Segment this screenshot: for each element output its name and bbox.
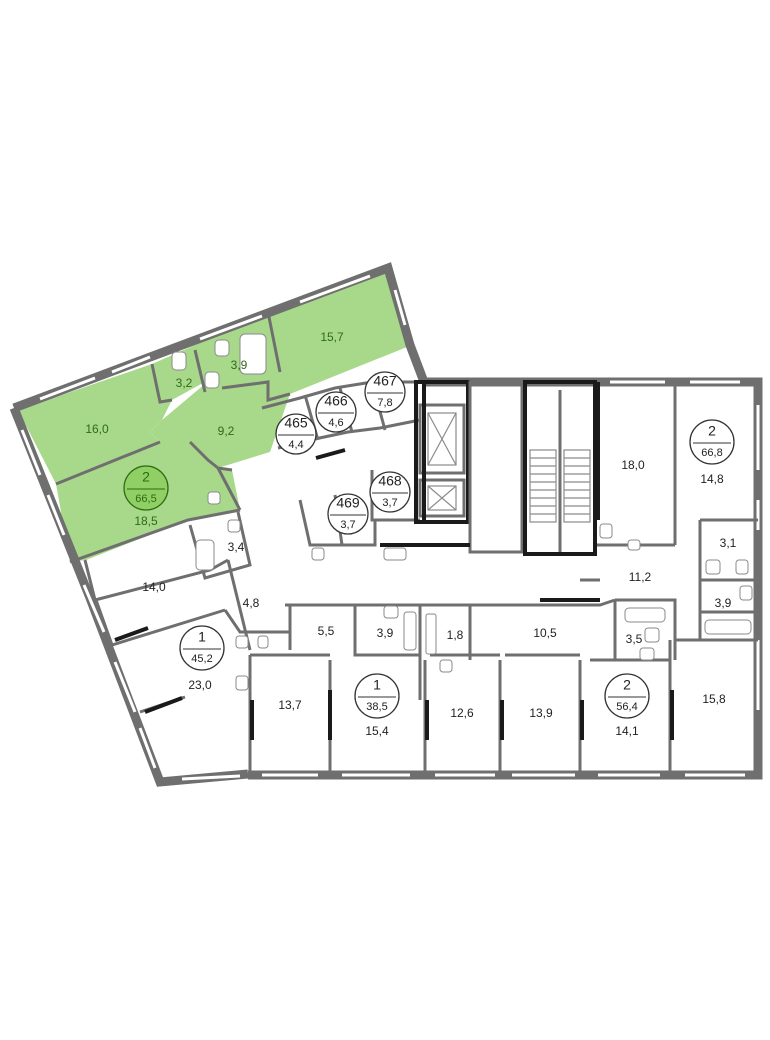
room-area: 14,8 [700, 472, 724, 486]
apartment-rooms: 2 [142, 469, 150, 485]
storage-number: 468 [378, 473, 402, 489]
windows [20, 274, 760, 781]
room-area: 15,8 [702, 692, 726, 706]
storage-marker-466[interactable]: 466 4,6 [315, 391, 357, 433]
highlighted-apartment[interactable] [18, 270, 412, 562]
room-area: 3,5 [626, 632, 643, 646]
storage-area: 3,7 [382, 497, 397, 509]
room-area: 4,8 [243, 596, 260, 610]
apartment-rooms: 1 [198, 629, 206, 645]
stairs [529, 449, 591, 523]
storage-area: 3,7 [340, 519, 355, 531]
storage-number: 469 [336, 495, 360, 511]
room-area: 10,5 [533, 626, 557, 640]
highlight-left-room [18, 364, 172, 484]
storage-area: 4,4 [288, 439, 303, 451]
storage-number: 467 [373, 373, 397, 389]
apartment-rooms: 1 [373, 677, 381, 693]
apartment-area: 66,8 [701, 447, 722, 459]
room-area: 3,1 [720, 536, 737, 550]
apartment-marker-mid[interactable]: 1 38,5 [354, 673, 400, 719]
highlight-top-room [152, 270, 412, 402]
room-area: 18,0 [621, 458, 645, 472]
apartment-marker-hl[interactable]: 2 66,5 [123, 465, 169, 511]
room-area: 15,4 [365, 724, 389, 738]
room-area: 11,2 [629, 570, 652, 584]
apartment-area: 56,4 [616, 701, 637, 713]
room-area: 12,6 [450, 706, 474, 720]
room-area: 3,9 [231, 358, 248, 372]
apartment-rooms: 2 [623, 677, 631, 693]
room-area: 13,9 [529, 706, 553, 720]
storage-number: 465 [284, 415, 308, 431]
room-area: 15,7 [320, 330, 344, 344]
apartment-area: 38,5 [366, 701, 387, 713]
room-labels: 15,7 3,2 3,9 16,0 9,2 18,5 18,0 14,8 3,1… [85, 330, 736, 738]
apartment-circle-hl [123, 465, 169, 511]
storage-marker-465[interactable]: 465 4,4 [275, 413, 317, 455]
apartment-marker-right[interactable]: 2 66,8 [689, 419, 735, 465]
room-area: 5,5 [318, 624, 335, 638]
room-area: 1,8 [447, 628, 464, 642]
room-area: 3,4 [228, 540, 245, 554]
storage-marker-468[interactable]: 468 3,7 [369, 471, 411, 513]
storage-marker-467[interactable]: 467 7,8 [364, 371, 406, 413]
room-area: 14,0 [142, 580, 166, 594]
room-area: 3,9 [377, 626, 394, 640]
storage-number: 466 [324, 393, 348, 409]
room-area: 13,7 [278, 698, 302, 712]
room-area: 3,9 [715, 596, 732, 610]
room-area: 16,0 [85, 422, 109, 436]
apartment-marker-left[interactable]: 1 45,2 [179, 625, 225, 671]
apartment-rooms: 2 [708, 423, 716, 439]
room-area: 18,5 [134, 514, 158, 528]
highlight-hall [150, 378, 290, 468]
accent-walls [114, 382, 674, 740]
room-area: 3,2 [176, 376, 193, 390]
storage-area: 7,8 [377, 397, 392, 409]
building-core [380, 380, 600, 602]
room-area: 9,2 [218, 424, 235, 438]
storage-area: 4,6 [328, 417, 343, 429]
apartment-marker-bottom-right[interactable]: 2 56,4 [604, 673, 650, 719]
room-area: 23,0 [188, 678, 212, 692]
apartment-area: 45,2 [191, 653, 212, 665]
storage-marker-469[interactable]: 469 3,7 [327, 493, 369, 535]
room-area: 14,1 [615, 724, 639, 738]
apartment-area: 66,5 [135, 493, 156, 505]
fixtures [171, 333, 753, 691]
